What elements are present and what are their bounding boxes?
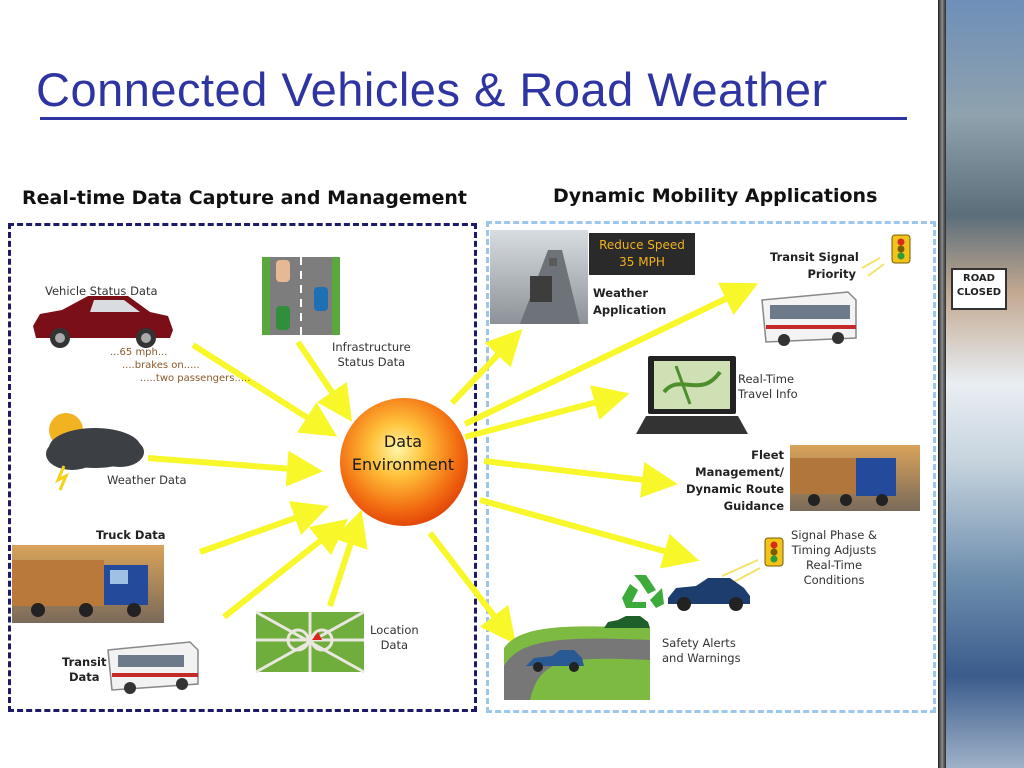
weather-data-label: Weather Data <box>107 473 187 487</box>
storm-cloud-icon <box>46 413 144 491</box>
arrow-safety <box>427 531 517 645</box>
bus-icon <box>107 641 199 694</box>
mobility-apps-panel <box>486 221 936 713</box>
reduce-speed-sign: Reduce Speed 35 MPH <box>589 233 695 275</box>
weather-application-label: Weather Application <box>593 286 667 317</box>
data-environment-sphere <box>340 398 468 526</box>
safety-alerts-label: Safety Alerts and Warnings <box>662 636 741 665</box>
curved-road-icon <box>504 616 650 700</box>
blue-car-icon <box>668 578 750 611</box>
travel-info-label: Real-Time Travel Info <box>738 372 798 401</box>
arrow-transit-data <box>222 518 349 620</box>
location-data-label: Location Data <box>370 623 419 652</box>
signal-phase-label: Signal Phase & Timing Adjusts Real-Time … <box>791 528 877 587</box>
transit-data-label: Transit Data <box>62 655 107 684</box>
right-section-heading: Dynamic Mobility Applications <box>553 185 878 207</box>
arrow-infrastructure <box>295 340 353 422</box>
recycle-icon <box>622 575 664 608</box>
arrow-signal-phase <box>479 497 700 569</box>
arrow-truck-data <box>198 501 329 555</box>
weather-photo-strip <box>938 0 1024 768</box>
traffic-light-icon <box>861 234 911 277</box>
vehicle-note-brakes: ....brakes on..... <box>122 360 200 371</box>
road-closed-sign: ROAD CLOSED <box>951 268 1007 310</box>
vehicle-note-speed: ...65 mph... <box>110 347 168 358</box>
vehicle-note-passengers: .....two passengers..... <box>140 373 251 384</box>
infrastructure-label: Infrastructure Status Data <box>332 340 411 369</box>
truck-data-label: Truck Data <box>96 528 166 542</box>
input-arrows <box>147 340 368 620</box>
strip-edge <box>938 0 946 768</box>
laptop-map-icon <box>636 356 748 434</box>
transit-signal-label: Transit Signal Priority <box>770 250 859 281</box>
fleet-truck-photo <box>790 445 920 511</box>
arrow-vehicle-status <box>191 342 338 437</box>
slide-title: Connected Vehicles & Road Weather <box>36 63 828 116</box>
truck-photo <box>12 545 164 623</box>
output-arrows <box>427 282 759 645</box>
transit-bus-icon <box>761 291 857 346</box>
road-topdown-icon <box>262 257 340 335</box>
signal-light-icon <box>721 537 784 585</box>
title-underline <box>40 117 907 120</box>
arrow-location-data <box>327 509 368 607</box>
arrow-weather-data <box>147 450 323 487</box>
data-environment-label: Data Environment <box>351 432 455 474</box>
arrow-weather-app <box>449 328 523 406</box>
data-capture-panel <box>8 223 477 712</box>
arrow-travel-info <box>464 385 630 440</box>
vehicle-status-label: Vehicle Status Data <box>45 284 158 298</box>
arrow-transit-signal <box>463 282 759 427</box>
location-map-icon <box>255 610 365 674</box>
arrow-fleet <box>483 458 678 498</box>
snowy-highway-photo <box>490 230 588 324</box>
fleet-management-label: Fleet Management/ Dynamic Route Guidance <box>686 448 784 513</box>
red-car-icon <box>33 296 173 348</box>
left-section-heading: Real-time Data Capture and Management <box>22 187 468 209</box>
